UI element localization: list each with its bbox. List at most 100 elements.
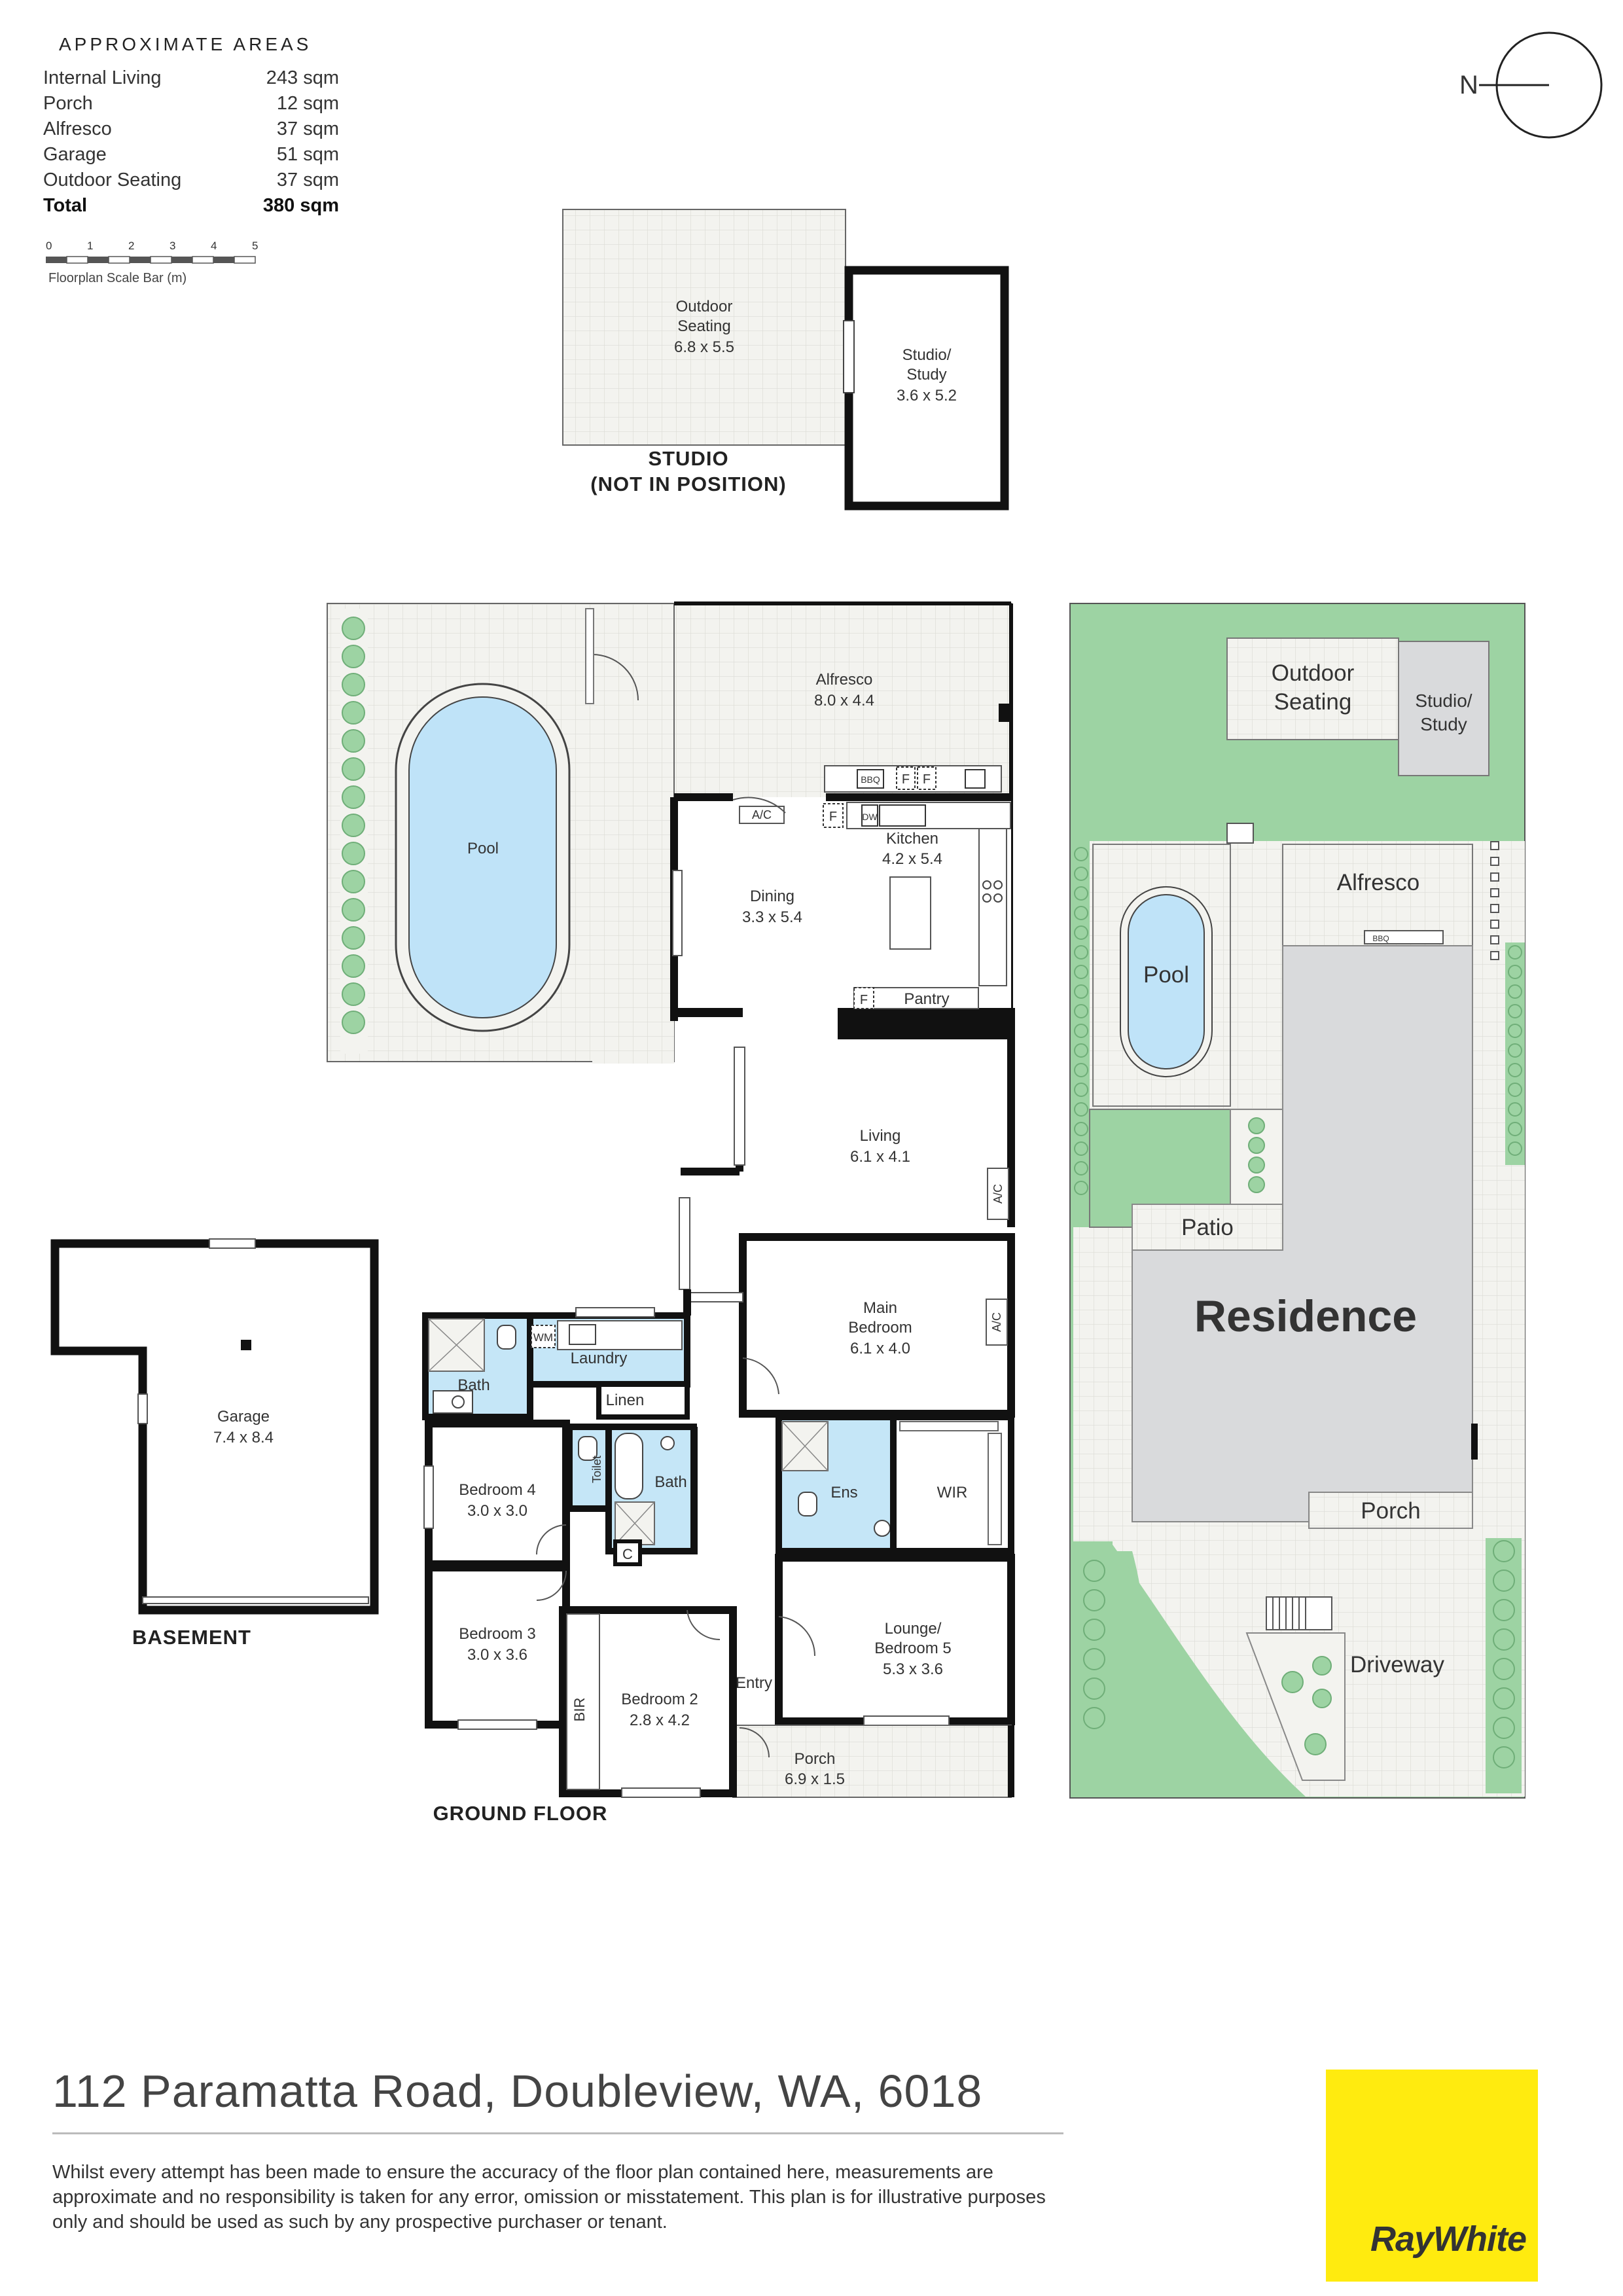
window: [457, 1719, 537, 1730]
kitchen-island: [889, 876, 931, 950]
area-value: 243 sqm: [266, 67, 339, 88]
floorplan-drawing: N Outdoor Seating 6.8 x 5.5 Studio/ Stud…: [50, 31, 1603, 1825]
window: [575, 1307, 655, 1318]
room-label: Linen: [606, 1391, 645, 1409]
fridge-icon: [896, 766, 916, 790]
room-label: C: [622, 1546, 633, 1562]
dishwasher-label: DW: [862, 812, 878, 822]
site-residence-label: Residence: [1194, 1291, 1417, 1341]
area-label: Alfresco: [43, 118, 112, 139]
room-label: Entry: [736, 1674, 772, 1692]
site-label: Seating: [1274, 689, 1352, 715]
room-porch: [732, 1725, 1012, 1798]
shrub-row: [1074, 847, 1522, 1195]
area-value: 37 sqm: [276, 118, 339, 139]
room-label: Study: [906, 366, 946, 384]
scale-tick-label: 5: [252, 240, 259, 252]
sink-icon: [965, 769, 986, 789]
door-swing: [778, 1616, 816, 1657]
ac-label: A/C: [991, 1184, 1005, 1204]
room-dims: 3.0 x 3.6: [467, 1646, 527, 1664]
room-garage: [50, 1239, 379, 1615]
area-label: Outdoor Seating: [43, 170, 182, 190]
window: [679, 1197, 690, 1290]
room-label: Laundry: [571, 1350, 628, 1367]
sliding-door: [843, 320, 855, 393]
window: [863, 1715, 950, 1726]
area-row-total: Total 380 sqm: [43, 195, 339, 217]
ground-floor-title: GROUND FLOOR: [433, 1802, 608, 1825]
toilet-icon: [798, 1492, 817, 1516]
room-living: [746, 1039, 1011, 1223]
washing-machine-icon: [531, 1325, 556, 1348]
room-label: Porch: [794, 1750, 836, 1768]
area-row-internal-living: Internal Living 243 sqm: [43, 67, 339, 89]
area-row-garage: Garage 51 sqm: [43, 144, 339, 166]
door-swing: [742, 1357, 779, 1395]
studio-title: STUDIO: [648, 447, 728, 470]
room-label: Pool: [467, 840, 499, 857]
garage-door: [142, 1596, 369, 1604]
studio-block: Outdoor Seating 6.8 x 5.5 Studio/ Study …: [562, 209, 1009, 511]
scale-tick-label: 4: [211, 240, 217, 252]
site-label: Pool: [1143, 962, 1189, 988]
site-patio: [1132, 1204, 1283, 1251]
scale-tick-label: 0: [46, 240, 52, 252]
site-label: Study: [1420, 714, 1467, 734]
sink-icon: [569, 1324, 596, 1345]
room-label: Bedroom 3: [459, 1625, 535, 1643]
toilet-icon: [578, 1436, 597, 1461]
window: [137, 1393, 148, 1424]
studio-study-room: [844, 266, 1009, 511]
window: [734, 1047, 745, 1166]
room-bedroom-4: [425, 1420, 570, 1568]
room-label: Bedroom: [848, 1319, 912, 1336]
areas-title: APPROXIMATE AREAS: [59, 34, 312, 54]
area-value: 12 sqm: [276, 93, 339, 114]
room-label: WIR: [937, 1484, 968, 1501]
area-row-porch: Porch 12 sqm: [43, 93, 339, 115]
studio-subtitle: (NOT IN POSITION): [590, 473, 786, 495]
site-studio: [1398, 641, 1489, 776]
site-plan: Outdoor Seating Studio/ Study: [1069, 603, 1525, 1799]
room-dims: 3.6 x 5.2: [897, 387, 957, 404]
room-label: Ens: [830, 1484, 857, 1501]
compass-label: N: [1459, 71, 1478, 99]
bollard-row: [1490, 841, 1499, 960]
room-dims: 8.0 x 4.4: [814, 692, 874, 709]
site-pool: [1128, 894, 1205, 1069]
site-bbq-label: BBQ: [1372, 934, 1389, 943]
room-label: Bedroom 4: [459, 1481, 535, 1499]
room-label: Seating: [677, 317, 730, 335]
wall-block: [838, 1008, 1011, 1041]
site-alfresco: [1282, 844, 1473, 946]
area-label: Porch: [43, 93, 93, 114]
room-dims: 7.4 x 8.4: [213, 1429, 274, 1446]
bathtub-icon: [615, 1433, 643, 1499]
basement-plan: Garage 7.4 x 8.4 BASEMENT: [50, 1238, 379, 1649]
washing-machine-label: WM: [533, 1331, 553, 1344]
fridge-label: F: [923, 772, 931, 787]
ac-label: A/C: [752, 808, 772, 821]
room-label: Studio/: [902, 346, 952, 364]
area-value: 51 sqm: [276, 144, 339, 165]
room-label: Kitchen: [886, 830, 938, 848]
room-label: Living: [860, 1127, 901, 1145]
room-label: Garage: [217, 1408, 270, 1426]
room-label: Dining: [750, 888, 794, 905]
room-dims: 5.3 x 3.6: [883, 1660, 943, 1678]
dishwasher-icon: [861, 804, 878, 827]
fridge-icon: [853, 987, 874, 1009]
room-lounge: [775, 1554, 1015, 1725]
window: [672, 870, 683, 956]
room-label: Alfresco: [816, 671, 873, 689]
site-label: Porch: [1361, 1498, 1420, 1524]
raywhite-logo: RayWhite: [1326, 2070, 1538, 2282]
site-label: Driveway: [1350, 1652, 1444, 1677]
area-label: Total: [43, 195, 88, 216]
room-dims: 6.1 x 4.1: [850, 1148, 910, 1166]
fridge-label: F: [860, 993, 868, 1007]
kitchen-side-bench: [978, 828, 1007, 986]
logo-text: RayWhite: [1370, 2219, 1527, 2259]
disclaimer-text: Whilst every attempt has been made to en…: [52, 2162, 1046, 2233]
